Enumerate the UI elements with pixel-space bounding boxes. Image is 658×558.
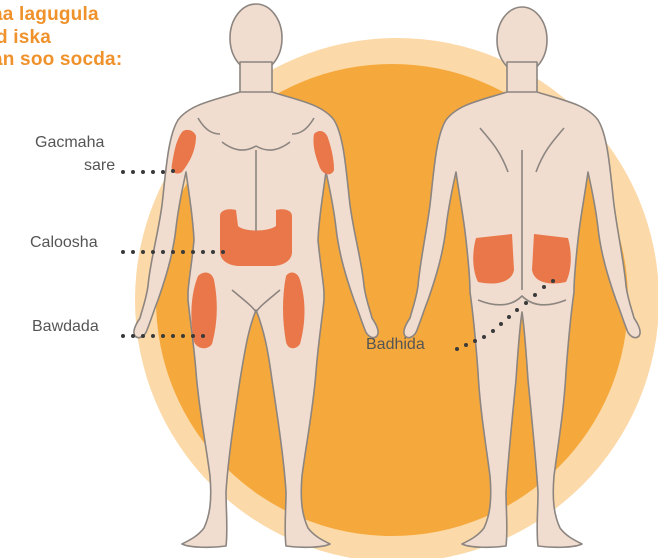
label-abdomen: Caloosha — [30, 234, 98, 252]
thigh-leader — [121, 334, 205, 338]
heading-line-1: aa lagugula — [0, 5, 99, 24]
heading-line-3: an soo socda: — [0, 50, 122, 69]
right-buttock-site — [532, 234, 571, 284]
left-buttock-site — [473, 234, 514, 284]
label-upper-arms-line1: Gacmaha — [35, 134, 104, 152]
label-upper-arms-line2: sare — [84, 157, 115, 175]
heading-line-2: d iska — [0, 28, 51, 47]
label-thighs: Bawdada — [32, 318, 99, 336]
label-buttocks: Badhida — [366, 336, 425, 354]
